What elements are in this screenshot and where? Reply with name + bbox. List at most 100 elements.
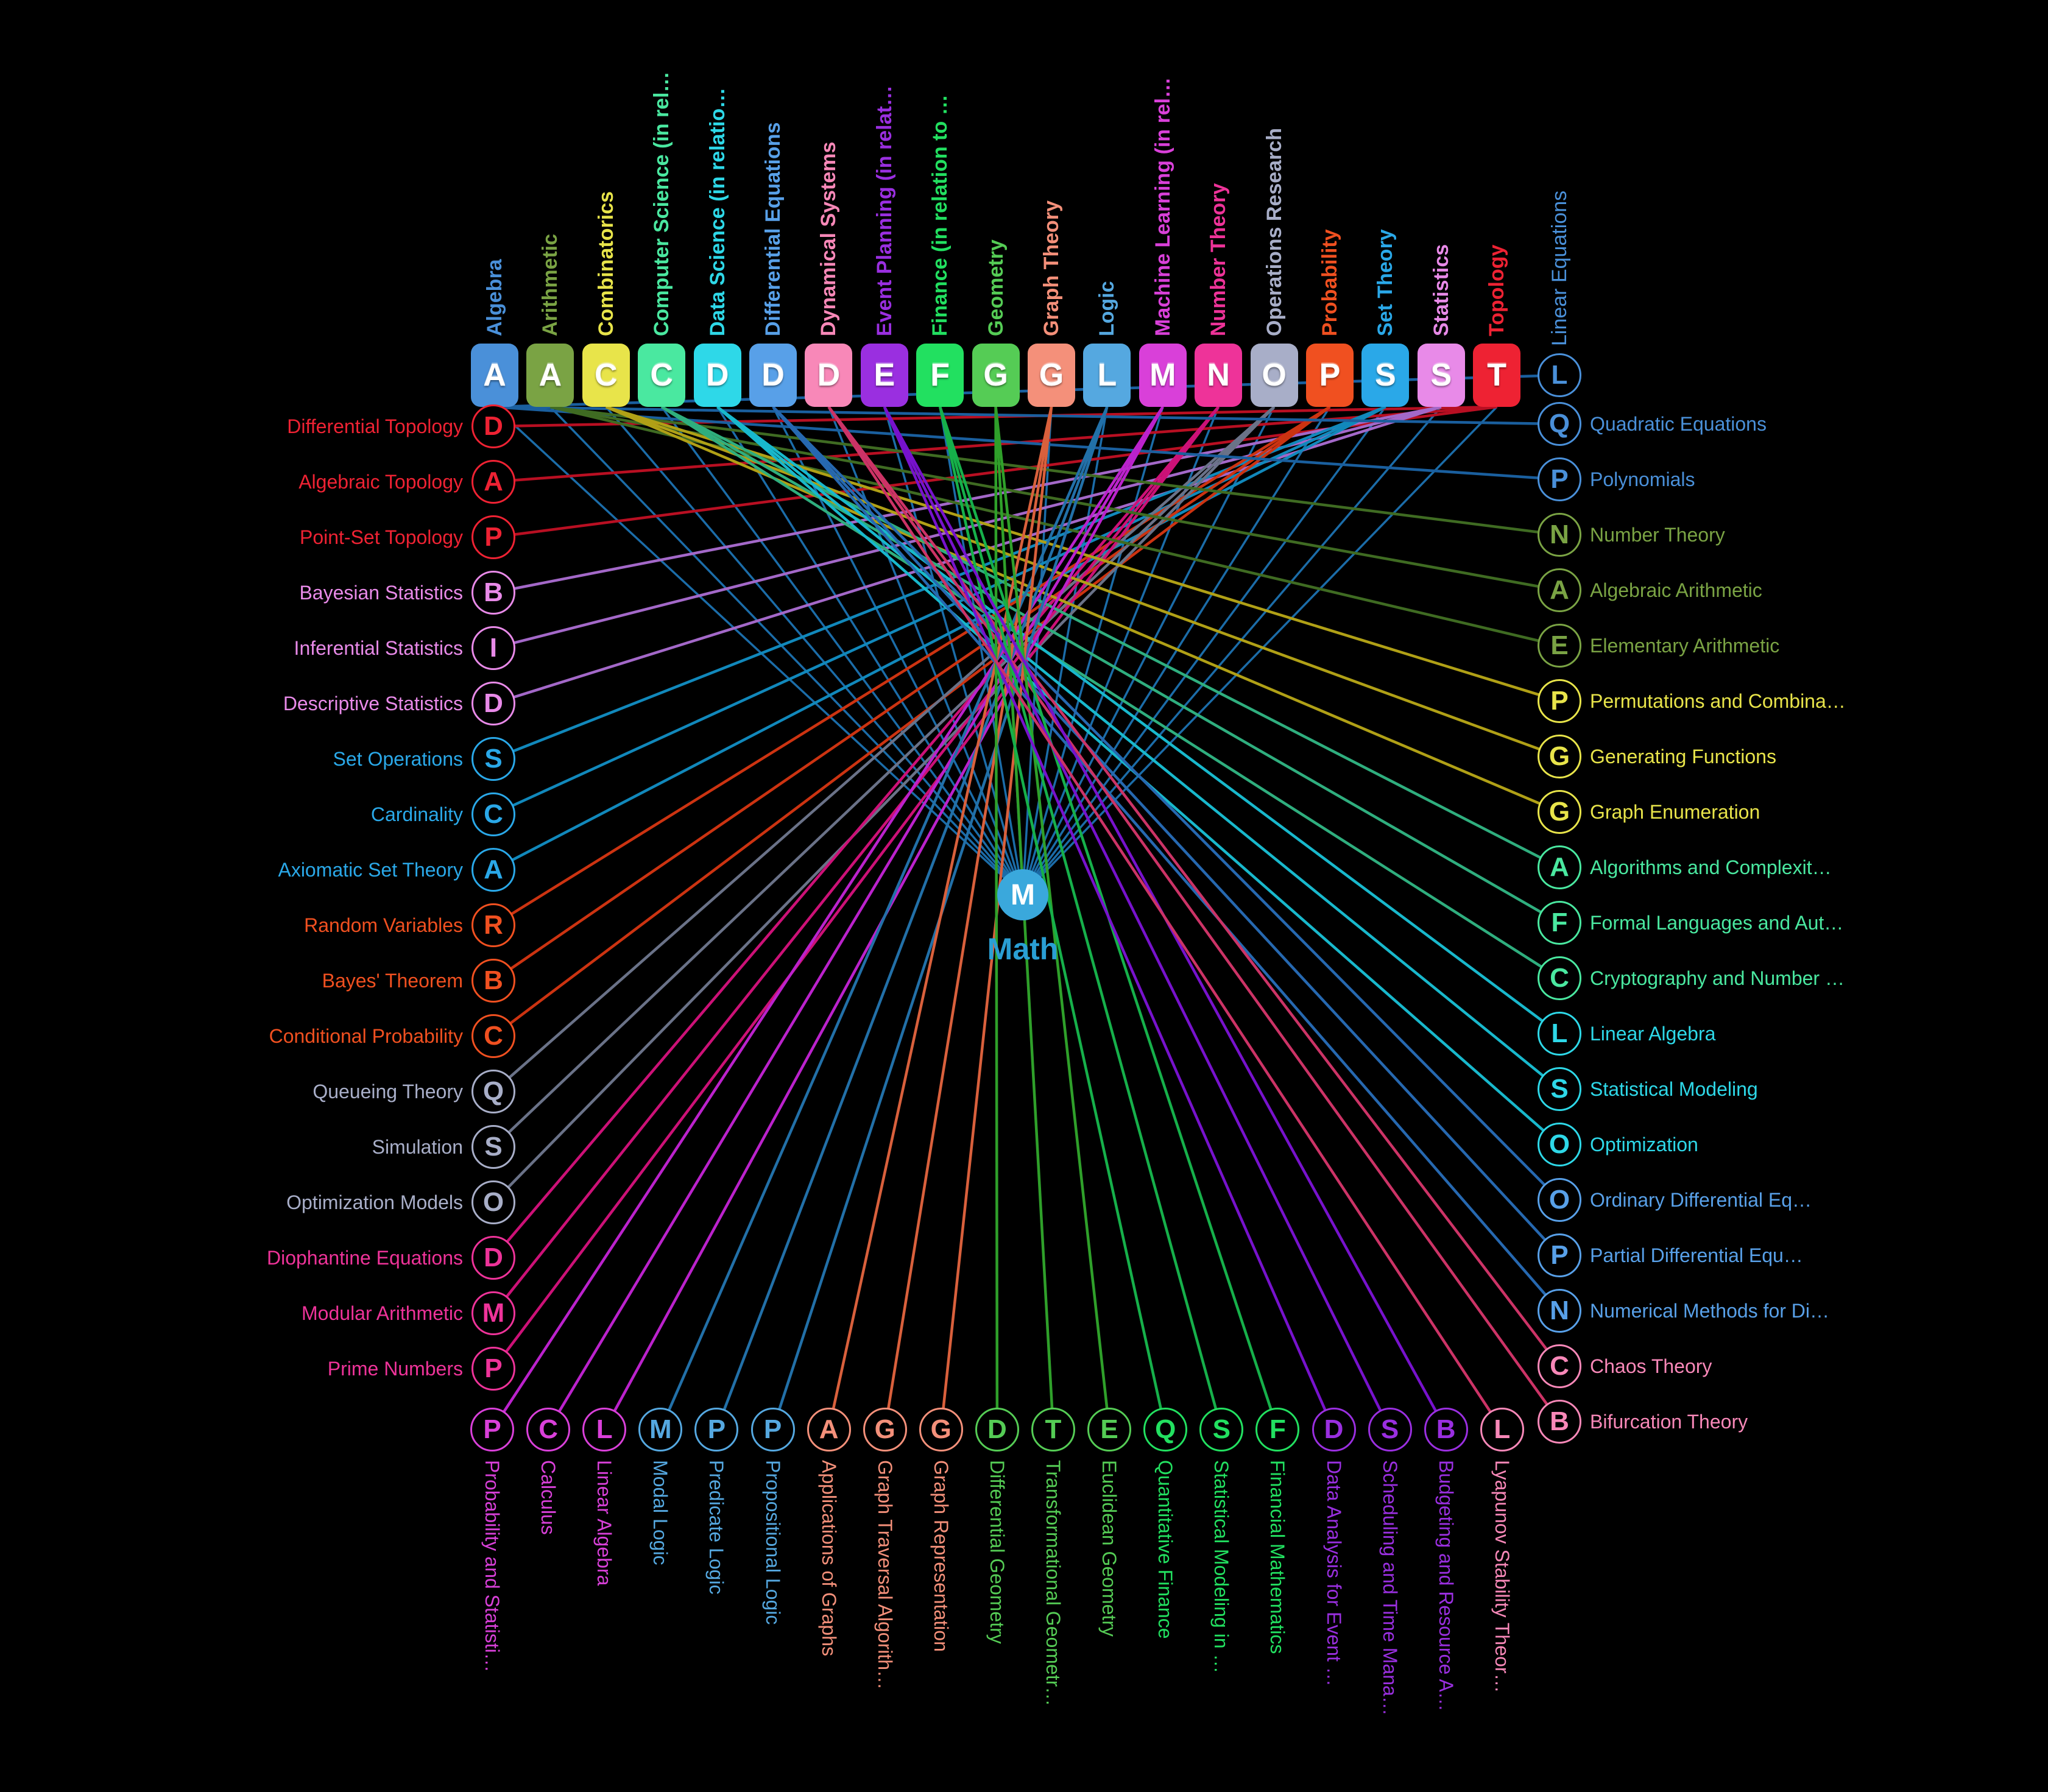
category-node-number-theory[interactable]: N	[1195, 344, 1243, 407]
subtopic-label-algorithms-and-complexit: Algorithms and Complexit…	[1590, 856, 1832, 878]
category-node-probability[interactable]: P	[1306, 344, 1354, 407]
subtopic-node-graph-enumeration[interactable]: G	[1538, 790, 1581, 834]
subtopic-node-optimization[interactable]: O	[1538, 1123, 1581, 1166]
subtopic-node-graph-representation[interactable]: G	[919, 1408, 963, 1452]
subtopic-node-set-operations[interactable]: S	[471, 737, 515, 781]
category-letter-algebra: A	[483, 358, 506, 393]
subtopic-node-propositional-logic[interactable]: P	[750, 1408, 795, 1452]
category-node-logic[interactable]: L	[1083, 344, 1131, 407]
category-node-differential-equations[interactable]: D	[749, 344, 797, 407]
subtopic-node-prime-numbers[interactable]: P	[471, 1347, 515, 1391]
subtopic-node-predicate-logic[interactable]: P	[694, 1408, 739, 1452]
subtopic-node-calculus[interactable]: C	[526, 1408, 571, 1452]
category-node-machine-learning-in-rel[interactable]: M	[1139, 344, 1187, 407]
category-node-algebra[interactable]: A	[471, 344, 518, 407]
subtopic-letter-modular-arithmetic: M	[482, 1298, 505, 1328]
subtopic-node-queueing-theory[interactable]: Q	[471, 1070, 515, 1113]
subtopic-letter-differential-topology: D	[484, 411, 503, 441]
category-node-finance-in-relation-to[interactable]: F	[916, 344, 964, 407]
subtopic-node-random-variables[interactable]: R	[471, 903, 515, 947]
category-node-event-planning-in-relat[interactable]: E	[860, 344, 908, 407]
edge-dynamical-systems-bifurcation-theory	[827, 406, 1561, 1423]
subtopic-node-statistical-modeling[interactable]: S	[1538, 1067, 1581, 1111]
subtopic-node-chaos-theory[interactable]: C	[1538, 1344, 1581, 1388]
category-node-dynamical-systems[interactable]: D	[805, 344, 853, 407]
subtopic-node-optimization-models[interactable]: O	[471, 1180, 515, 1224]
subtopic-node-partial-differential-equ[interactable]: P	[1538, 1233, 1581, 1277]
subtopic-node-budgeting-and-resource-a[interactable]: B	[1424, 1408, 1468, 1452]
category-node-computer-science-in-rel[interactable]: C	[638, 344, 686, 407]
subtopic-node-data-analysis-for-event[interactable]: D	[1312, 1408, 1356, 1452]
center-node-math[interactable]: M	[997, 869, 1048, 920]
category-node-statistics[interactable]: S	[1417, 344, 1465, 407]
edge-event-planning-in-relat-scheduling-and-time-mana	[883, 406, 1391, 1430]
subtopic-node-probability-and-statisti[interactable]: P	[470, 1408, 514, 1452]
category-node-geometry[interactable]: G	[972, 344, 1020, 407]
subtopic-node-linear-algebra[interactable]: L	[1538, 1012, 1581, 1056]
subtopic-label-graph-representation: Graph Representation	[930, 1460, 952, 1652]
subtopic-node-modal-logic[interactable]: M	[638, 1408, 683, 1452]
subtopic-node-algorithms-and-complexit[interactable]: A	[1538, 845, 1581, 889]
category-node-combinatorics[interactable]: C	[582, 344, 630, 407]
subtopic-node-ordinary-differential-eq[interactable]: O	[1538, 1178, 1581, 1222]
subtopic-node-lyapunov-stability-theor[interactable]: L	[1480, 1408, 1524, 1452]
category-node-topology[interactable]: T	[1473, 344, 1521, 407]
subtopic-node-euclidean-geometry[interactable]: E	[1087, 1408, 1132, 1452]
subtopic-node-cryptography-and-number[interactable]: C	[1538, 956, 1581, 1000]
subtopic-letter-graph-traversal-algorith: G	[874, 1414, 895, 1444]
edge-center-event-planning-in-relat	[883, 406, 1024, 895]
subtopic-letter-conditional-probability: C	[484, 1021, 503, 1051]
subtopic-label-inferential-statistics: Inferential Statistics	[294, 637, 463, 659]
subtopic-node-transformational-geometr[interactable]: T	[1031, 1408, 1075, 1452]
center-node-letter: M	[1011, 878, 1035, 911]
subtopic-node-elementary-arithmetic[interactable]: E	[1538, 624, 1581, 668]
category-label-event-planning-in-relat: Event Planning (in relat…	[872, 85, 896, 336]
subtopic-node-number-theory[interactable]: N	[1538, 513, 1581, 557]
category-letter-dynamical-systems: D	[817, 358, 841, 393]
subtopic-node-quadratic-equations[interactable]: Q	[1538, 402, 1581, 446]
subtopic-node-bayes-theorem[interactable]: B	[471, 959, 515, 1003]
category-node-arithmetic[interactable]: A	[526, 344, 574, 407]
subtopic-label-quantitative-finance: Quantitative Finance	[1154, 1460, 1177, 1639]
subtopic-node-descriptive-statistics[interactable]: D	[471, 682, 515, 725]
subtopic-node-statistical-modeling-in[interactable]: S	[1199, 1408, 1244, 1452]
subtopic-node-financial-mathematics[interactable]: F	[1255, 1408, 1300, 1452]
subtopic-node-polynomials[interactable]: P	[1538, 457, 1581, 501]
subtopic-node-applications-of-graphs[interactable]: A	[807, 1408, 851, 1452]
subtopic-node-algebraic-arithmetic[interactable]: A	[1538, 568, 1581, 612]
subtopic-node-simulation[interactable]: S	[471, 1125, 515, 1169]
category-node-operations-research[interactable]: O	[1250, 344, 1298, 407]
subtopic-node-conditional-probability[interactable]: C	[471, 1014, 515, 1058]
edge-logic-modal-logic	[659, 406, 1109, 1430]
category-node-set-theory[interactable]: S	[1361, 344, 1410, 407]
subtopic-node-diophantine-equations[interactable]: D	[471, 1236, 515, 1280]
category-node-data-science-in-relatio[interactable]: D	[693, 344, 741, 407]
subtopic-node-cardinality[interactable]: C	[471, 792, 515, 836]
subtopic-node-bifurcation-theory[interactable]: B	[1538, 1400, 1581, 1444]
subtopic-node-graph-traversal-algorith[interactable]: G	[863, 1408, 907, 1452]
subtopic-node-differential-geometry[interactable]: D	[975, 1408, 1019, 1452]
subtopic-node-modular-arithmetic[interactable]: M	[471, 1291, 515, 1335]
subtopic-node-inferential-statistics[interactable]: I	[471, 626, 515, 670]
subtopic-node-algebraic-topology[interactable]: A	[471, 460, 515, 504]
category-node-graph-theory[interactable]: G	[1028, 344, 1075, 407]
subtopic-label-graph-enumeration: Graph Enumeration	[1590, 801, 1760, 823]
subtopic-node-bayesian-statistics[interactable]: B	[471, 571, 515, 615]
subtopic-label-propositional-logic: Propositional Logic	[761, 1460, 784, 1625]
subtopic-node-formal-languages-and-aut[interactable]: F	[1538, 901, 1581, 945]
subtopic-letter-linear-algebra: L	[596, 1414, 613, 1444]
subtopic-node-differential-topology[interactable]: D	[471, 404, 515, 448]
subtopic-node-linear-algebra[interactable]: L	[582, 1408, 627, 1452]
subtopic-node-linear-equations[interactable]: L	[1538, 353, 1581, 397]
subtopic-letter-quantitative-finance: Q	[1155, 1414, 1176, 1444]
subtopic-node-scheduling-and-time-mana[interactable]: S	[1368, 1408, 1412, 1452]
subtopic-node-axiomatic-set-theory[interactable]: A	[471, 848, 515, 892]
subtopic-node-generating-functions[interactable]: G	[1538, 735, 1581, 778]
subtopic-label-differential-topology: Differential Topology	[287, 415, 463, 437]
subtopic-node-numerical-methods-for-di[interactable]: N	[1538, 1289, 1581, 1333]
subtopic-node-point-set-topology[interactable]: P	[471, 515, 515, 559]
subtopic-node-quantitative-finance[interactable]: Q	[1143, 1408, 1188, 1452]
subtopic-node-permutations-and-combina[interactable]: P	[1538, 679, 1581, 723]
edge-differential-equations-numerical-methods-for-di	[772, 406, 1561, 1312]
